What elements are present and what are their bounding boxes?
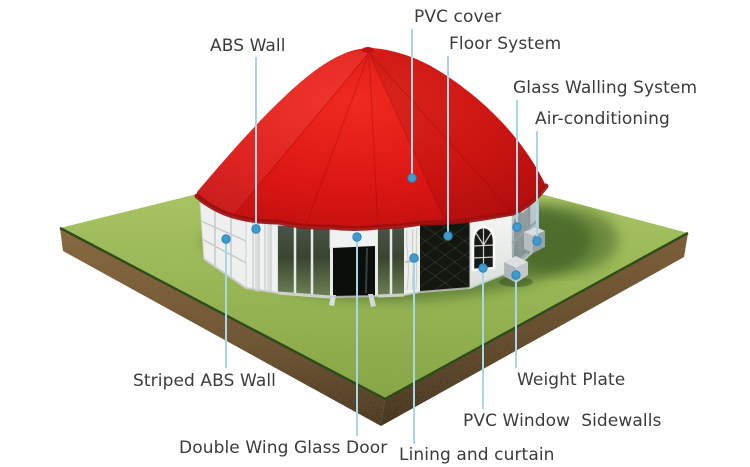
label-glass-walling-system: Glass Walling System <box>513 78 698 98</box>
roof-eave-fascia <box>194 183 549 231</box>
marker-dot-pvc-window-sidewalls <box>478 263 488 273</box>
door-leg-right <box>368 294 376 307</box>
glass-wall-front-left <box>277 222 331 299</box>
marker-dot-double-wing-glass-door <box>352 232 362 242</box>
marker-dot-floor-system <box>443 231 453 241</box>
label-double-wing-glass-door: Double Wing Glass Door <box>179 438 388 458</box>
label-air-conditioning: Air-conditioning <box>535 109 670 129</box>
label-striped-abs-wall: Striped ABS Wall <box>133 371 276 391</box>
label-abs-wall: ABS Wall <box>210 36 286 56</box>
roof-peak-tip <box>362 47 374 53</box>
marker-dot-pvc-cover <box>407 173 417 183</box>
label-pvc-window-sidewalls: PVC Window Sidewalls <box>463 411 662 431</box>
marker-dot-abs-wall <box>251 224 261 234</box>
interior-mesh-panel <box>420 221 470 292</box>
marker-dot-glass-walling-system <box>512 222 522 232</box>
marker-dot-air-conditioning <box>532 236 542 246</box>
label-floor-system: Floor System <box>449 34 562 54</box>
leader-lines <box>225 29 538 444</box>
door-opening <box>333 246 375 297</box>
marker-dots <box>221 173 542 280</box>
tent-roof <box>194 47 549 231</box>
label-pvc-cover: PVC cover <box>414 7 502 27</box>
marker-dot-weight-plate <box>511 270 521 280</box>
label-lining-and-curtain: Lining and curtain <box>399 445 555 465</box>
wall-base-line <box>203 246 539 299</box>
abs-wall-panel <box>245 218 279 294</box>
glass-wall-front-right <box>377 224 405 298</box>
marker-dot-striped-abs-wall <box>221 234 231 244</box>
marker-dot-lining-and-curtain <box>409 253 419 263</box>
grass-edge-line <box>59 226 689 401</box>
label-weight-plate: Weight Plate <box>517 370 626 390</box>
pvc-roof-cover <box>197 48 546 229</box>
roof-seams <box>232 52 514 229</box>
